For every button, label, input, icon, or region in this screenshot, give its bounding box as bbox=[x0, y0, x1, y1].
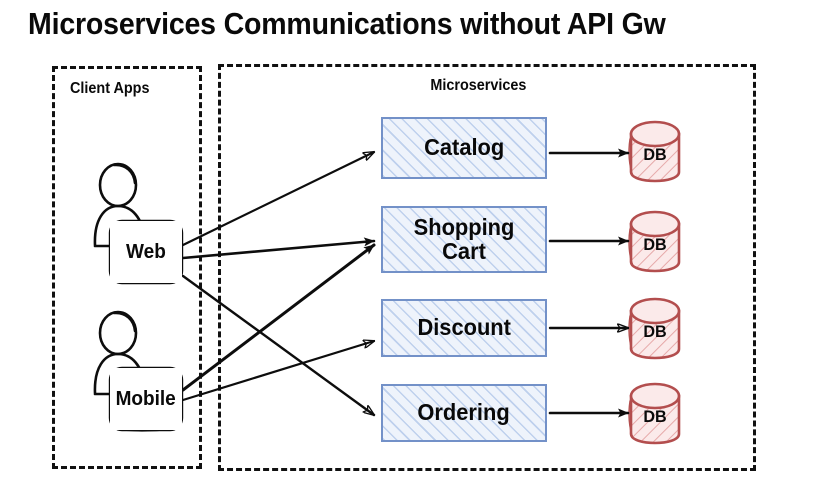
client-label-mobile: Mobile bbox=[115, 387, 177, 410]
page-title: Microservices Communications without API… bbox=[28, 6, 666, 41]
service-box-shopping-cart[interactable]: Shopping Cart bbox=[381, 206, 547, 273]
service-box-ordering[interactable]: Ordering bbox=[381, 384, 547, 442]
service-box-catalog[interactable]: Catalog bbox=[381, 117, 547, 179]
client-box-web[interactable]: Web bbox=[110, 221, 182, 283]
service-label-catalog: Catalog bbox=[423, 134, 505, 161]
service-label-discount: Discount bbox=[417, 314, 511, 341]
service-label-shopping-cart: Shopping Cart bbox=[413, 214, 515, 264]
db-label-catalog: DB bbox=[643, 145, 667, 164]
service-box-discount[interactable]: Discount bbox=[381, 299, 547, 357]
client-box-mobile[interactable]: Mobile bbox=[110, 368, 182, 430]
group-microservices-label: Microservices bbox=[430, 77, 527, 94]
db-label-ordering: DB bbox=[643, 407, 667, 426]
service-label-ordering: Ordering bbox=[417, 399, 511, 426]
db-label-cart: DB bbox=[643, 235, 667, 254]
db-label-discount: DB bbox=[643, 322, 667, 341]
group-client-apps-label: Client Apps bbox=[70, 80, 150, 97]
client-label-web: Web bbox=[126, 240, 166, 263]
